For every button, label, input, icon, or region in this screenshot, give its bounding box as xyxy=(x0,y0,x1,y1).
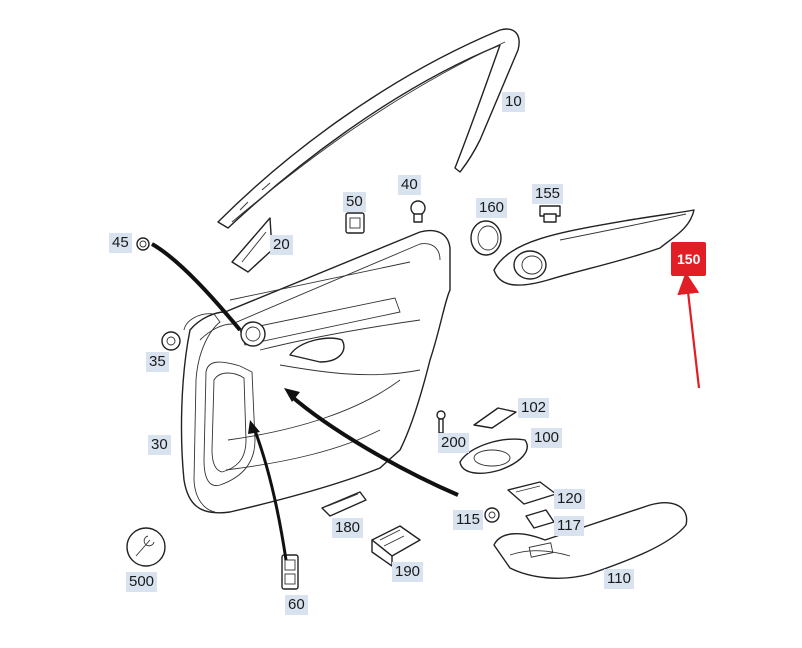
part-180-lamp[interactable] xyxy=(321,491,367,517)
part-120-switch[interactable] xyxy=(507,481,557,505)
part-20-corner-trim[interactable] xyxy=(231,217,273,273)
callout-45[interactable]: 45 xyxy=(109,233,132,253)
part-160-speaker-cover[interactable] xyxy=(470,220,502,256)
part-35-clip[interactable] xyxy=(161,331,181,351)
leader-lines xyxy=(151,242,459,561)
part-60-switch[interactable] xyxy=(281,554,299,590)
callout-110[interactable]: 110 xyxy=(604,569,634,589)
part-40-clip[interactable] xyxy=(410,200,426,223)
callout-40[interactable]: 40 xyxy=(398,175,421,195)
callout-102[interactable]: 102 xyxy=(518,398,550,418)
part-155-clip[interactable] xyxy=(539,205,561,223)
callout-120[interactable]: 120 xyxy=(554,489,586,509)
callout-180[interactable]: 180 xyxy=(332,518,364,538)
part-500-tool-symbol[interactable] xyxy=(126,527,166,567)
part-30-door-panel[interactable] xyxy=(180,229,451,514)
callout-155[interactable]: 155 xyxy=(532,184,564,204)
callout-100[interactable]: 100 xyxy=(531,428,563,448)
part-150-upper-trim-panel[interactable] xyxy=(493,209,695,286)
part-45-clip[interactable] xyxy=(136,237,150,251)
callout-30[interactable]: 30 xyxy=(148,435,171,455)
callout-500[interactable]: 500 xyxy=(126,572,158,592)
callout-20[interactable]: 20 xyxy=(270,235,293,255)
part-102-cover[interactable] xyxy=(473,407,517,429)
callout-10[interactable]: 10 xyxy=(502,92,525,112)
highlight-arrow xyxy=(677,272,701,389)
part-117-switch[interactable] xyxy=(525,509,555,529)
part-200-screw[interactable] xyxy=(436,410,446,434)
part-100-handle-recess[interactable] xyxy=(459,438,528,474)
part-115-clip[interactable] xyxy=(484,507,500,523)
part-110-armrest[interactable] xyxy=(493,502,688,579)
callout-117[interactable]: 117 xyxy=(554,516,584,536)
callout-50[interactable]: 50 xyxy=(343,192,366,212)
part-50-clip[interactable] xyxy=(345,212,365,234)
callout-150-highlighted[interactable]: 150 xyxy=(671,242,707,276)
part-10-window-trim[interactable] xyxy=(217,28,520,229)
callout-200[interactable]: 200 xyxy=(438,433,470,453)
callout-115[interactable]: 115 xyxy=(453,510,483,530)
callout-160[interactable]: 160 xyxy=(476,198,508,218)
part-190-lamp[interactable] xyxy=(371,525,421,567)
callout-190[interactable]: 190 xyxy=(392,562,424,582)
callout-35[interactable]: 35 xyxy=(146,352,169,372)
callout-60[interactable]: 60 xyxy=(285,595,308,615)
